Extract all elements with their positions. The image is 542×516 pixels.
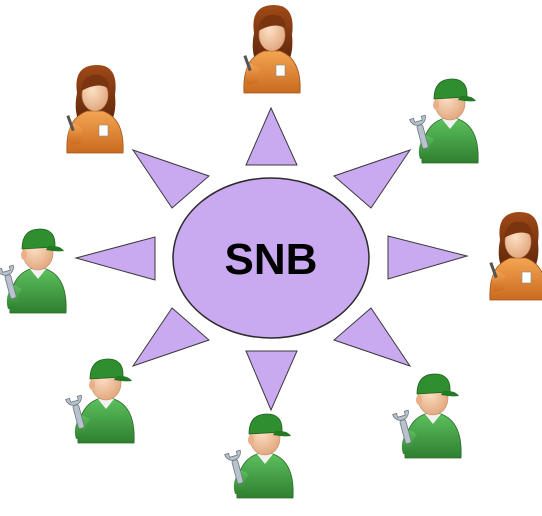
wrench-icon xyxy=(392,409,412,444)
hub-ellipse xyxy=(172,177,370,339)
woman-worker-icon xyxy=(243,5,301,94)
ray-top xyxy=(245,106,298,166)
hub-label: SNB xyxy=(225,235,318,284)
wrench-icon xyxy=(224,449,244,484)
pen-icon xyxy=(66,115,75,132)
wrench-icon xyxy=(65,394,85,429)
wrench-icon xyxy=(409,114,429,149)
ray-bottom-left xyxy=(131,307,210,367)
ray-left xyxy=(74,236,156,281)
mechanic-wrench-icon xyxy=(65,358,135,444)
mechanic-wrench-icon xyxy=(409,78,479,164)
pen-icon xyxy=(243,55,252,72)
mechanic-wrench-icon xyxy=(392,373,462,459)
woman-worker-icon xyxy=(66,65,124,154)
ray-bottom-right xyxy=(333,307,412,367)
ray-top-left xyxy=(131,149,210,209)
mechanic-wrench-icon xyxy=(224,413,294,499)
people xyxy=(0,5,542,499)
mechanic-wrench-icon xyxy=(0,228,67,314)
ray-top-right xyxy=(333,149,412,209)
pen-icon xyxy=(489,262,498,279)
rays xyxy=(74,106,469,412)
woman-worker-icon xyxy=(489,212,542,301)
ray-bottom xyxy=(245,350,298,412)
ray-right xyxy=(387,235,469,280)
wrench-icon xyxy=(0,264,17,299)
